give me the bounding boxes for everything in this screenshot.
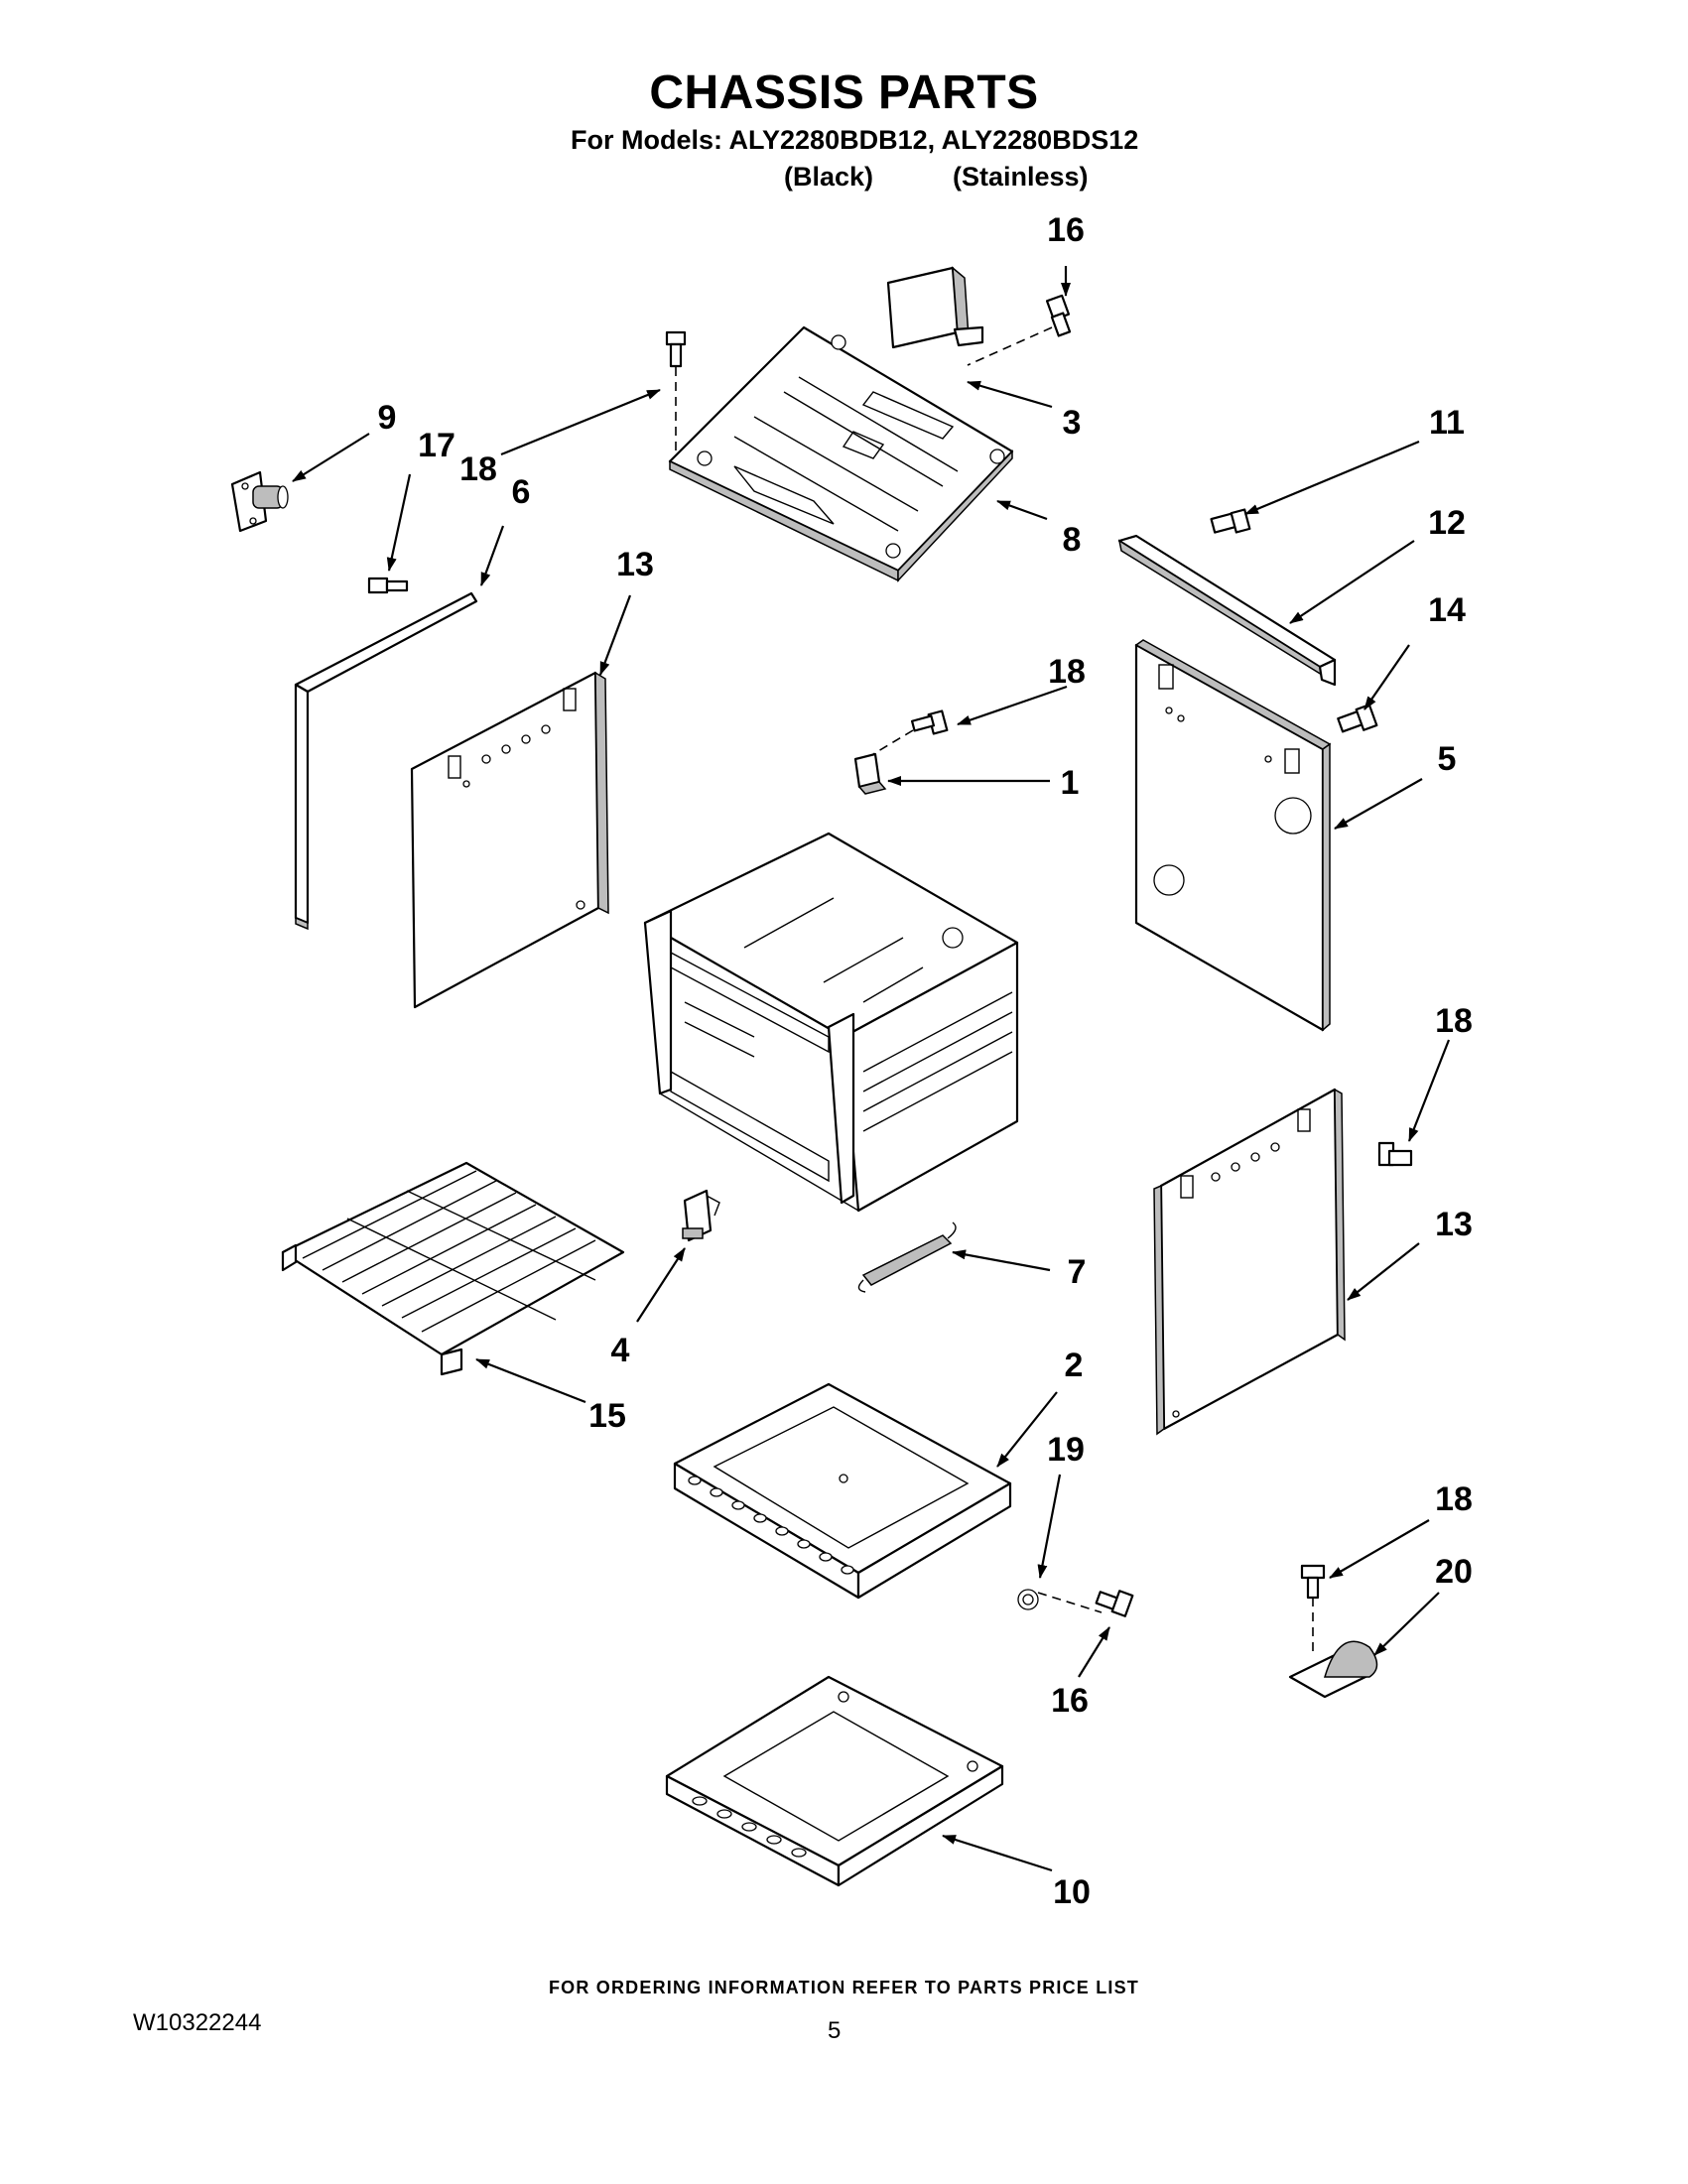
callout-16-top: 16 [1047,211,1085,249]
models-line: For Models: ALY2280BDB12, ALY2280BDS12 [571,125,1139,155]
variant-stainless-label: (Stainless) [953,162,1089,192]
part-18-screw-clamp [1300,1564,1326,1655]
callout-13-left: 13 [616,546,654,583]
part-4-bracket [682,1189,720,1242]
part-16-screw-lower [1095,1590,1134,1617]
part-13-left-side-panel [410,671,609,1009]
callout-8: 8 [1063,521,1082,559]
callout-18-right: 18 [1435,1002,1473,1040]
callout-18-clamp: 18 [1435,1480,1473,1518]
part-1-clip [853,752,887,795]
callout-9: 9 [378,399,397,437]
page-title: CHASSIS PARTS [649,66,1039,119]
callout-14: 14 [1428,591,1466,629]
leader-lines [292,266,1451,1872]
part-5-rear-panel [1134,639,1332,1032]
part-18-screw-right [1377,1141,1413,1167]
part-16-screw-top [967,294,1072,366]
part-13-right-side-panel [1153,1088,1346,1436]
callout-18-top: 18 [459,450,497,488]
part-18-screw-middle [872,709,949,755]
part-8-top-panel [668,325,1014,582]
ordering-note: FOR ORDERING INFORMATION REFER TO PARTS … [548,1978,1139,1997]
part-9-bushing [230,470,289,533]
part-15-rack [281,1161,625,1376]
callout-1: 1 [1061,764,1080,802]
part-12-rail [1117,534,1337,687]
callout-labels: 16 3 9 17 18 6 8 11 12 13 18 14 1 5 18 1… [378,211,1473,1911]
callout-20: 20 [1435,1553,1473,1591]
part-10-base-pan [665,1675,1004,1887]
callout-2: 2 [1065,1347,1084,1384]
part-14-screw [1337,704,1378,733]
callout-13-right: 13 [1435,1206,1473,1243]
page-number: 5 [828,2017,842,2044]
part-19-spring-clip [1017,1589,1103,1613]
callout-4: 4 [611,1332,630,1369]
callout-3: 3 [1063,404,1082,442]
variant-black-label: (Black) [784,162,874,192]
document-number: W10322244 [133,2009,262,2036]
callout-19: 19 [1047,1431,1085,1469]
callout-17: 17 [418,427,455,464]
part-3-bracket [886,266,984,349]
oven-cavity [643,832,1019,1213]
part-17-screw [367,577,409,594]
part-7-spring [857,1221,957,1293]
callout-11: 11 [1429,404,1465,442]
part-20-clamp [1288,1640,1378,1699]
callout-7: 7 [1068,1253,1087,1291]
part-11-screw [1210,508,1251,534]
callout-15: 15 [588,1397,626,1435]
callout-12: 12 [1428,504,1466,542]
callout-16-lower: 16 [1051,1682,1089,1720]
callout-10: 10 [1053,1873,1091,1911]
callout-5: 5 [1438,740,1457,778]
part-2-bottom-frame [673,1382,1012,1600]
part-18-screw-top [665,330,687,451]
callout-6: 6 [512,473,531,511]
part-6-trim [294,591,478,931]
callout-18-middle: 18 [1048,653,1086,691]
